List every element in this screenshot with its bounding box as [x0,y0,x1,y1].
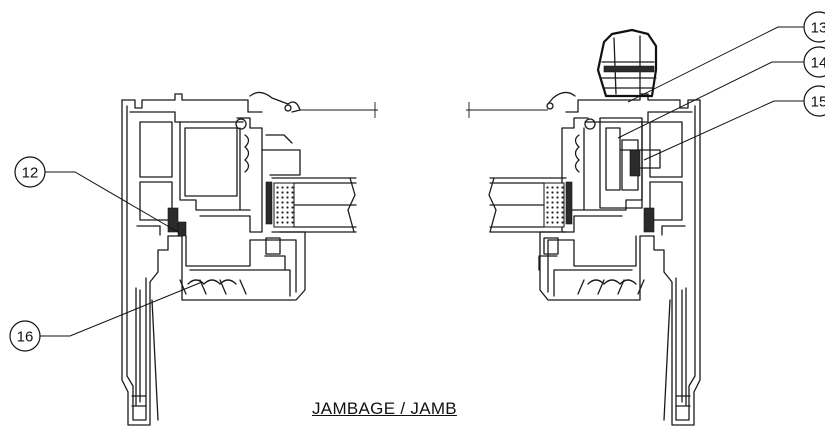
right-frame-profile [538,28,701,426]
callout-15-label: 15 [811,94,825,111]
callout-15: 15 [643,85,825,161]
section-caption: JAMBAGE / JAMB [312,399,457,418]
callout-14-label: 14 [811,55,825,72]
callout-13: 13 [627,11,825,103]
left-frame-profile [121,91,306,426]
callout-13-label: 13 [811,20,825,37]
callout-12: 12 [14,156,179,233]
right-glazing-unit [488,177,567,233]
right-dimension-line [466,102,548,118]
callout-16-label: 16 [17,329,34,346]
left-dimension-line [300,102,378,118]
callout-12-label: 12 [22,165,39,182]
callout-16: 16 [9,281,203,352]
callout-14: 14 [617,46,825,139]
left-glazing-unit [271,177,357,233]
